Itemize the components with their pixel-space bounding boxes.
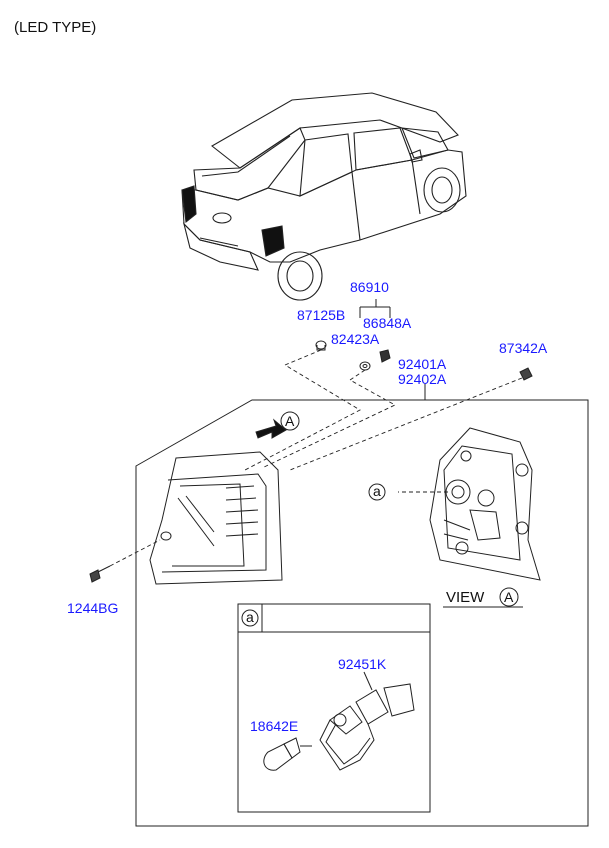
part-label-92451k[interactable]: 92451K xyxy=(338,656,387,672)
part-label-1244bg[interactable]: 1244BG xyxy=(67,600,119,616)
tail-lamp-assembly xyxy=(149,451,283,585)
part-label-87342a[interactable]: 87342A xyxy=(499,340,548,356)
detail-box-letter: a xyxy=(246,609,254,625)
part-label-86910[interactable]: 86910 xyxy=(350,279,389,295)
view-callout-circle xyxy=(499,587,519,607)
tail-lamp-rear-view xyxy=(429,427,541,581)
view-arrow-icon xyxy=(255,418,287,439)
view-label: VIEW xyxy=(446,589,485,606)
page-title: (LED TYPE) xyxy=(14,19,97,36)
part-label-82423a[interactable]: 82423A xyxy=(331,331,380,347)
socket-92451k-icon xyxy=(319,683,415,771)
detail-box xyxy=(237,603,431,813)
ref-callout-letter: a xyxy=(373,483,381,499)
arrow-callout-circle xyxy=(280,411,300,431)
view-callout-letter: A xyxy=(504,589,514,605)
bolt-1244bg-icon xyxy=(89,565,111,583)
bulb-18642e-icon xyxy=(263,737,301,771)
ref-callout-circle xyxy=(368,483,386,501)
clip-87125b-icon xyxy=(315,340,327,351)
part-label-92401a[interactable]: 92401A xyxy=(398,356,447,372)
arrow-callout-letter: A xyxy=(285,413,295,429)
screw-87342a-icon xyxy=(519,367,533,381)
part-label-86848a[interactable]: 86848A xyxy=(363,315,412,331)
part-label-92402a[interactable]: 92402A xyxy=(398,371,447,387)
part-label-87125b[interactable]: 87125B xyxy=(297,307,346,323)
clip-86848a-icon xyxy=(379,349,391,363)
nut-82423a-icon xyxy=(359,361,371,371)
part-label-18642e[interactable]: 18642E xyxy=(250,718,299,734)
main-frame xyxy=(135,399,589,827)
car-illustration xyxy=(181,92,467,301)
